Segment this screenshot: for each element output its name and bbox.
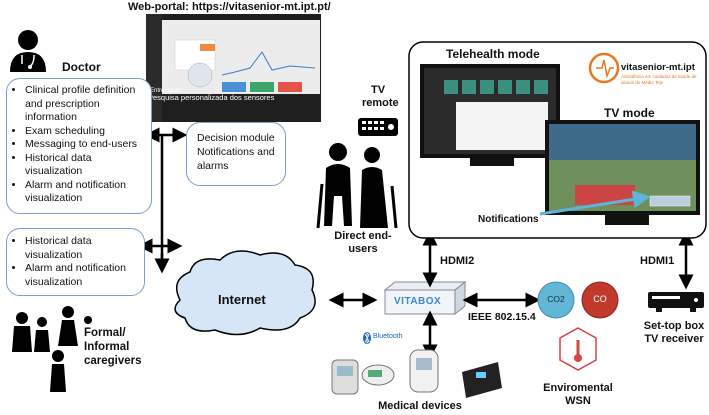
bluetooth-icon: [363, 332, 371, 344]
hdmi2-label: HDMI2: [440, 255, 475, 267]
telehealth-tv: [420, 64, 560, 166]
settop-label: Set-top box TV receiver: [643, 320, 705, 345]
portal-title: Web-portal: https://vitasenior-mt.ipt.pt…: [128, 1, 331, 13]
doctor-item: Alarm and notification visualization: [25, 179, 151, 206]
internet-label: Internet: [218, 292, 266, 307]
tv-remote-icon: [358, 118, 398, 136]
co-sensor: [581, 281, 619, 319]
medical-label: Medical devices: [378, 400, 462, 412]
brand-logo-icon: [588, 52, 620, 84]
tv-remote-label: TV remote: [362, 84, 399, 109]
notifications-label: Notifications: [478, 214, 539, 225]
portal-caption: Pesquisa personalizada dos sensores: [148, 93, 275, 102]
set-top-box-icon: [648, 292, 704, 312]
co2-sensor: [537, 281, 575, 319]
caregiver-item: Historical data visualization: [25, 235, 144, 262]
doctor-item: Messaging to end-users: [25, 138, 151, 152]
ieee-label: IEEE 802.15.4: [468, 311, 536, 323]
wsn-label: Enviromental WSN: [543, 382, 613, 407]
thermometer-icon: [559, 327, 597, 371]
medical-devices-icons: [331, 349, 502, 398]
doctor-icon: [10, 30, 46, 72]
end-users-label: Direct end-users: [334, 230, 392, 255]
caregivers-icon: [12, 306, 92, 392]
vitabox-label: VITABOX: [394, 296, 442, 307]
doctor-label: Doctor: [62, 60, 101, 74]
doctor-box: Clinical profile definition and prescrip…: [6, 78, 152, 214]
tv-mode-label: TV mode: [604, 106, 655, 120]
telehealth-label: Telehealth mode: [446, 47, 540, 61]
internet-cloud: [174, 250, 316, 336]
brand-tagline: Assistência em cuidados de saúde de idos…: [621, 74, 697, 85]
doctor-item: Clinical profile definition and prescrip…: [25, 84, 151, 125]
caregivers-box: Historical data visualization Alarm and …: [6, 228, 145, 296]
co-label: CO: [593, 294, 607, 304]
doctor-item: Exam scheduling: [25, 125, 151, 139]
web-portal-screenshot: [146, 14, 321, 122]
doctor-item: Historical data visualization: [25, 152, 151, 179]
brand-name: vitasenior-mt.ipt: [621, 62, 695, 73]
caregiver-item: Alarm and notification visualization: [25, 262, 144, 289]
decision-text: Decision module Notifications and alarms: [197, 132, 275, 172]
decision-box: Decision module Notifications and alarms: [186, 122, 286, 186]
caregivers-label: Formal/ Informal caregivers: [84, 327, 142, 367]
co2-label: CO2: [547, 294, 565, 304]
tv-mode-tv: [545, 120, 700, 225]
portal-caption-left: Entre datas: [150, 88, 181, 94]
bluetooth-label: Bluetooth: [373, 333, 403, 340]
hdmi1-label: HDMI1: [640, 255, 675, 267]
elderly-users-icon: [316, 143, 398, 229]
